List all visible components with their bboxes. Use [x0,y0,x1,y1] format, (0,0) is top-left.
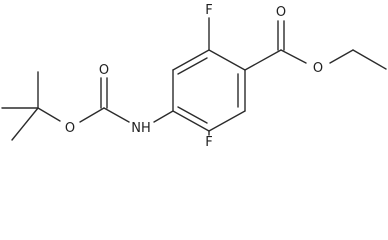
ring-bond [208,49,246,71]
ring-bond-inner [177,106,208,124]
fluorine-label-bottom: F [205,135,212,148]
amine-label: NH [131,121,151,136]
ring-bond-inner [177,57,208,75]
ester-carbonyl-oxygen-label: O [276,5,286,20]
ring-bond [208,110,246,132]
ring-bond [172,110,210,132]
ester-c-o-single-bond [280,49,307,64]
ring-to-carbonyl-bond [244,49,282,71]
fluorine-label-top: F [205,3,212,18]
ester-ether-oxygen-label: O [313,61,323,76]
carbamate-carbonyl-oxygen-label: O [99,63,109,78]
o-tbu-bond [37,107,61,122]
atom-labels: F F O O O O NH [65,3,323,148]
ring-to-nh-bond [153,110,174,123]
carbamate-c-o-single-bond [79,107,105,123]
carbamate-ether-oxygen-label: O [65,121,75,136]
ch2-ch3-bond [352,49,387,70]
ring-bond [172,49,210,71]
bonds [1,17,387,141]
nh-to-carbonyl-bond [103,107,130,123]
o-ch2-bond [329,49,354,64]
tbu-methyl-bond [11,107,39,141]
structure-diagram: F F O O O O NH [1,3,387,148]
